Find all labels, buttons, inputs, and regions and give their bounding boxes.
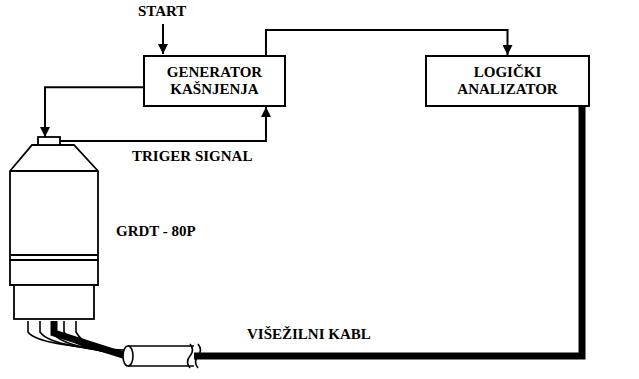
analyzer-box: LOGIČKI ANALIZATOR bbox=[425, 55, 590, 107]
edge-label: VIŠEŽILNI KABL bbox=[245, 326, 373, 343]
edge-label: TRIGER SIGNAL bbox=[130, 148, 254, 165]
box-title: GENERATOR KAŠNJENJA bbox=[151, 64, 278, 99]
signal-line bbox=[60, 107, 266, 141]
detector-pins bbox=[28, 321, 124, 356]
multi-wire-cable bbox=[54, 107, 582, 356]
start-arrow bbox=[162, 24, 164, 54]
signal-line bbox=[266, 30, 508, 55]
cable-end bbox=[123, 344, 201, 368]
signal-line bbox=[45, 87, 143, 137]
detector-shape: GRDT - 80P bbox=[8, 137, 100, 321]
box-title: LOGIČKI ANALIZATOR bbox=[433, 64, 582, 99]
signal-label: START bbox=[136, 3, 188, 20]
detector-name: GRDT - 80P bbox=[116, 223, 196, 240]
detector-outline bbox=[8, 137, 100, 321]
generator-box: GENERATOR KAŠNJENJA bbox=[143, 55, 286, 107]
